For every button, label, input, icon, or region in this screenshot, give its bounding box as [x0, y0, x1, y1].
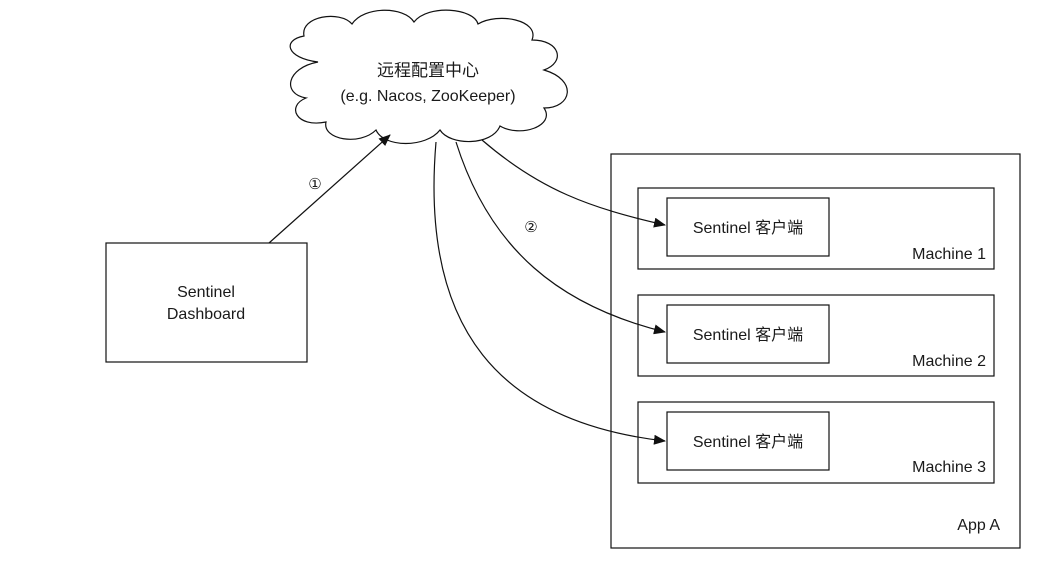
sentinel-client-box [666, 304, 830, 364]
push-arrow [268, 134, 391, 244]
fanout-arrow-machine-2 [455, 141, 666, 335]
app-label: App A [957, 517, 1000, 534]
sentinel-client-label: Sentinel 客户端 [693, 326, 803, 344]
machine-3-box: Sentinel 客户端 Machine 3 [637, 401, 995, 484]
sentinel-client-box [666, 411, 830, 471]
dashboard-label-line2: Dashboard [167, 306, 245, 323]
remote-config-cloud: 远程配置中心 (e.g. Nacos, ZooKeeper) [289, 9, 568, 145]
step-2-label: ② [524, 219, 537, 236]
dashboard-label-line1: Sentinel [177, 284, 235, 301]
step-1-label: ① [308, 176, 321, 193]
sentinel-dashboard-box: Sentinel Dashboard [105, 242, 308, 363]
fanout-arrow-machine-3 [433, 141, 666, 445]
sentinel-client-label: Sentinel 客户端 [693, 433, 803, 451]
machine-2-box: Sentinel 客户端 Machine 2 [637, 294, 995, 377]
sentinel-client-box [666, 197, 830, 257]
machine-label: Machine 3 [912, 459, 986, 476]
machine-label: Machine 2 [912, 353, 986, 370]
cloud-subtitle: (e.g. Nacos, ZooKeeper) [340, 88, 515, 105]
cloud-title: 远程配置中心 [377, 61, 479, 80]
machine-1-box: Sentinel 客户端 Machine 1 [637, 187, 995, 270]
fanout-arrow-machine-1 [481, 139, 666, 228]
machine-label: Machine 1 [912, 246, 986, 263]
sentinel-client-label: Sentinel 客户端 [693, 219, 803, 237]
